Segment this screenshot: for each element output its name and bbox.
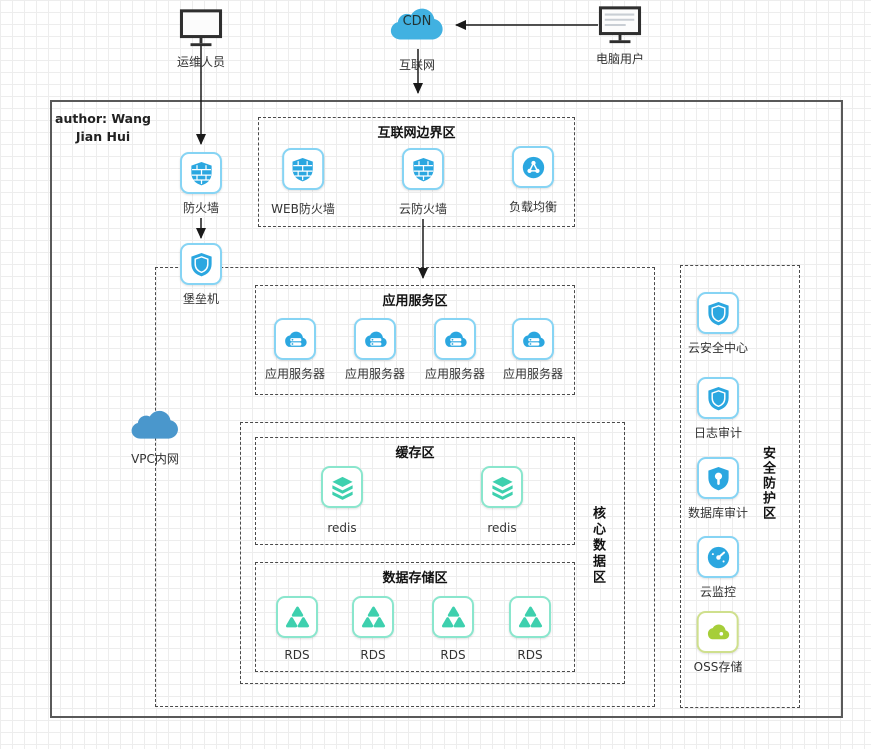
node-db-audit: 数据库审计 <box>688 457 748 521</box>
node-log-audit: 日志审计 <box>694 377 742 441</box>
zone-security <box>680 265 800 708</box>
zone-core-data-title: 核心数据区 <box>590 506 605 586</box>
zone-storage-title: 数据存储区 <box>382 571 448 586</box>
node-rds-1: RDS <box>276 596 318 662</box>
node-label: VPC内网 <box>131 452 179 466</box>
node-label: RDS <box>284 648 310 662</box>
zone-app-service-title: 应用服务区 <box>382 294 448 309</box>
oss-storage-icon <box>697 611 739 653</box>
node-label: redis <box>327 521 357 535</box>
node-cloud-monitor: 云监控 <box>697 536 739 600</box>
node-rds-3: RDS <box>432 596 474 662</box>
app-server-icon <box>433 318 476 360</box>
zone-cache-title: 缓存区 <box>395 446 435 461</box>
node-label: 防火墙 <box>182 201 219 215</box>
node-rds-4: RDS <box>509 596 551 662</box>
node-redis-2: redis <box>481 466 523 535</box>
cdn-label: CDN <box>402 14 432 29</box>
zone-internet-border: 互联网边界区 <box>258 117 575 227</box>
node-cloud-firewall: 云防火墙 <box>399 148 447 217</box>
node-label: 应用服务器 <box>264 367 326 381</box>
node-label: OSS存储 <box>693 660 743 674</box>
node-label: 负载均衡 <box>508 200 558 214</box>
redis-icon <box>321 466 363 508</box>
web-firewall-icon <box>282 148 324 190</box>
load-balancer-icon <box>511 146 554 188</box>
cloud-firewall-icon <box>401 148 444 190</box>
rds-icon <box>352 596 394 638</box>
node-label: 日志审计 <box>693 426 743 440</box>
node-app-server-3: 应用服务器 <box>425 318 485 382</box>
monitor-icon <box>178 8 224 48</box>
node-web-firewall: WEB防火墙 <box>271 148 335 217</box>
node-label: 应用服务器 <box>502 367 564 381</box>
app-server-icon <box>511 318 554 360</box>
monitor-icon <box>597 5 643 45</box>
node-cdn: CDN 互联网 <box>388 5 446 73</box>
node-label: WEB防火墙 <box>271 202 335 216</box>
rds-icon <box>509 596 551 638</box>
zone-app-service: 应用服务区 <box>255 285 575 395</box>
cloud-security-center-icon <box>696 292 739 334</box>
bastion-host-icon <box>180 243 222 285</box>
node-label: 电脑用户 <box>595 52 645 66</box>
rds-icon <box>432 596 474 638</box>
node-bastion: 堡垒机 <box>180 243 222 307</box>
rds-icon <box>276 596 318 638</box>
node-firewall: 防火墙 <box>180 152 222 216</box>
log-audit-icon <box>696 377 739 419</box>
author-note: author: Wang Jian Hui <box>55 111 151 145</box>
node-pc-user: 电脑用户 <box>596 5 644 67</box>
node-label: 应用服务器 <box>344 367 406 381</box>
node-label: redis <box>487 521 517 535</box>
node-label: 运维人员 <box>176 55 226 69</box>
node-rds-2: RDS <box>352 596 394 662</box>
node-label: 云安全中心 <box>687 341 749 355</box>
node-label: 数据库审计 <box>687 506 749 520</box>
node-label: RDS <box>517 648 543 662</box>
vpc-cloud-icon <box>129 408 181 445</box>
cloud-monitor-icon <box>697 536 739 578</box>
app-server-icon <box>273 318 316 360</box>
firewall-icon <box>180 152 222 194</box>
node-load-balancer: 负载均衡 <box>509 146 557 215</box>
node-ops-user: 运维人员 <box>177 8 225 70</box>
zone-storage: 数据存储区 <box>255 562 575 672</box>
node-label: 云防火墙 <box>398 202 448 216</box>
app-server-icon <box>353 318 396 360</box>
zone-core-data <box>240 422 625 684</box>
zone-internet-border-title: 互联网边界区 <box>377 126 456 141</box>
node-label: 应用服务器 <box>424 367 486 381</box>
node-label: RDS <box>440 648 466 662</box>
node-label: 堡垒机 <box>182 292 219 306</box>
redis-icon <box>481 466 523 508</box>
zone-vpc <box>155 267 655 707</box>
node-app-server-4: 应用服务器 <box>503 318 563 382</box>
main-boundary-box <box>50 100 843 718</box>
node-label: 云监控 <box>699 585 736 599</box>
cdn-cloud-icon: CDN <box>388 5 446 51</box>
database-audit-icon <box>696 457 739 499</box>
node-vpc: VPC内网 <box>129 408 181 467</box>
zone-security-title: 安全防护区 <box>760 446 775 521</box>
node-cloud-security-center: 云安全中心 <box>688 292 748 356</box>
node-app-server-1: 应用服务器 <box>265 318 325 382</box>
node-oss-storage: OSS存储 <box>693 611 743 675</box>
node-redis-1: redis <box>321 466 363 535</box>
node-app-server-2: 应用服务器 <box>345 318 405 382</box>
node-label: RDS <box>360 648 386 662</box>
node-label: 互联网 <box>398 58 435 72</box>
zone-cache: 缓存区 <box>255 437 575 545</box>
